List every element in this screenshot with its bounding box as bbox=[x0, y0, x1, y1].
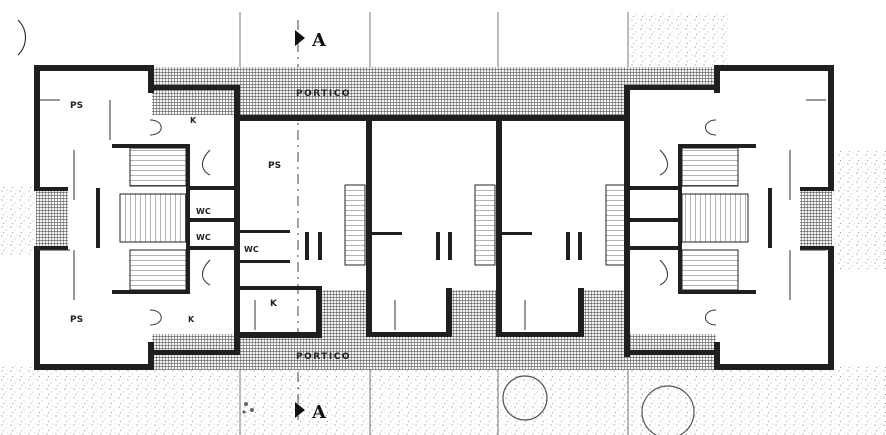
portico-top bbox=[152, 67, 630, 115]
room-ps-left-top: PS bbox=[70, 101, 83, 111]
tree-circle bbox=[502, 375, 548, 421]
walls bbox=[34, 65, 834, 370]
room-wc-left-2: WC bbox=[196, 233, 211, 242]
room-ps-left-bottom: PS bbox=[70, 315, 83, 325]
portico-top-label: PORTICO bbox=[296, 89, 351, 99]
tree-circle bbox=[641, 385, 695, 435]
section-label-top: A bbox=[311, 30, 327, 51]
entry-left bbox=[36, 190, 68, 248]
section-marker-top: A bbox=[295, 30, 327, 51]
section-marker-bottom: A bbox=[295, 402, 327, 423]
entry-right bbox=[800, 190, 832, 248]
room-k-left-bottom: K bbox=[188, 315, 195, 324]
portico-bottom bbox=[152, 334, 716, 370]
garden-areas bbox=[0, 12, 886, 435]
thin-lines bbox=[40, 99, 826, 330]
plant-symbol bbox=[242, 402, 254, 414]
room-ps-center: PS bbox=[268, 161, 281, 171]
room-k-left-top: K bbox=[190, 116, 197, 125]
section-label-bottom: A bbox=[311, 402, 327, 423]
room-wc-center: WC bbox=[244, 245, 259, 254]
room-wc-left-1: WC bbox=[196, 207, 211, 216]
portico-top-right bbox=[628, 67, 716, 85]
stairs bbox=[119, 147, 749, 291]
room-k-center: K bbox=[270, 299, 278, 309]
portico-bottom-label: PORTICO bbox=[296, 352, 351, 362]
